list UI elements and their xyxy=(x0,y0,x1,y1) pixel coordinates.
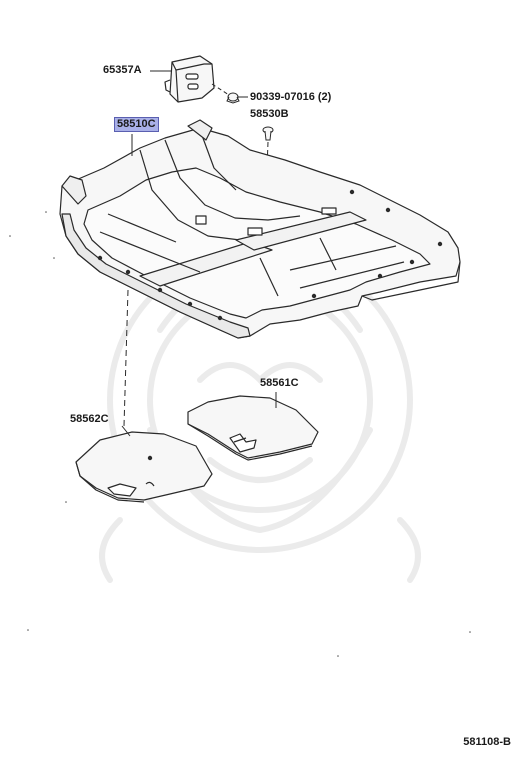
rear-mat-part xyxy=(187,395,319,461)
leader-front-mat-dash xyxy=(123,289,129,427)
scan-specks xyxy=(9,211,471,657)
front-mat-part xyxy=(75,431,213,503)
bracket-part xyxy=(164,55,215,103)
leader-clip-dash xyxy=(211,83,230,96)
clip-part xyxy=(226,92,240,104)
label-rear-mat[interactable]: 58561C xyxy=(260,377,299,389)
label-fastener[interactable]: 58530B xyxy=(250,108,289,120)
label-bracket[interactable]: 65357A xyxy=(103,64,142,76)
fastener-part xyxy=(262,126,274,141)
label-carpet[interactable]: 58510C xyxy=(114,117,159,132)
leader-front-mat xyxy=(121,425,131,437)
floor-carpet-part xyxy=(59,119,461,339)
label-front-mat[interactable]: 58562C xyxy=(70,413,109,425)
diagram-code: 581108-B xyxy=(463,736,511,748)
label-clip[interactable]: 90339-07016 (2) xyxy=(250,91,332,103)
